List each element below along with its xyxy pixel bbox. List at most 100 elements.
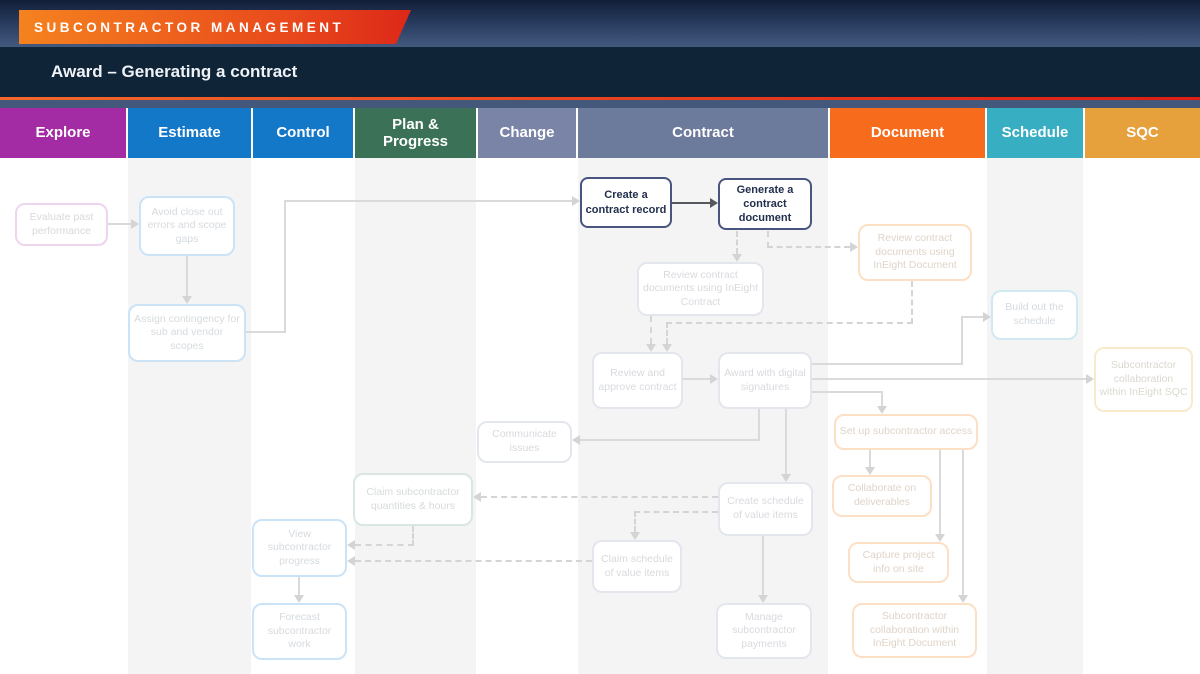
- connector-dashed: [666, 322, 668, 344]
- lane-header-estimate: Estimate: [128, 108, 251, 158]
- node-review-docs-ineight-document[interactable]: Review contract documents using InEight …: [858, 224, 972, 281]
- arrowhead-left: [473, 492, 481, 502]
- arrowhead-left: [347, 556, 355, 566]
- node-evaluate-past-performance[interactable]: Evaluate past performance: [15, 203, 108, 246]
- lane-label: Plan & Progress: [382, 115, 449, 150]
- arrowhead-down: [865, 467, 875, 475]
- node-label: Subcontractor collaboration within InEig…: [1099, 359, 1188, 399]
- node-build-out-schedule[interactable]: Build out the schedule: [991, 290, 1078, 340]
- connector: [758, 409, 760, 441]
- node-label: Assign contingency for sub and vendor sc…: [134, 312, 240, 352]
- node-label: Award with digital signatures: [724, 366, 806, 393]
- lane-header-control: Control: [253, 108, 353, 158]
- node-label: Capture project info on site: [862, 548, 935, 575]
- node-sqc-collaboration[interactable]: Subcontractor collaboration within InEig…: [1094, 347, 1193, 412]
- lane-label: Schedule: [1001, 124, 1069, 142]
- node-forecast-subcontractor-work[interactable]: Forecast subcontractor work: [252, 603, 347, 660]
- connector-dashed: [767, 246, 850, 248]
- connector-dashed: [412, 526, 414, 546]
- node-label: Review and approve contract: [598, 366, 677, 393]
- arrowhead-left: [572, 435, 580, 445]
- connector: [869, 450, 871, 467]
- lane-label: Contract: [672, 124, 734, 142]
- arrowhead-right: [572, 196, 580, 206]
- arrowhead-down: [758, 595, 768, 603]
- lane-stripe-contract: [578, 158, 828, 674]
- lane-label: Change: [499, 124, 555, 142]
- connector-active: [672, 202, 710, 204]
- node-label: Collaborate on deliverables: [847, 482, 917, 508]
- node-document-collaboration[interactable]: Subcontractor collaboration within InEig…: [852, 603, 977, 658]
- arrowhead-down: [646, 344, 656, 352]
- lane-header-schedule: Schedule: [987, 108, 1083, 158]
- node-label: Communicate issues: [492, 428, 557, 454]
- node-view-subcontractor-progress[interactable]: View subcontractor progress: [252, 519, 347, 577]
- lane-label: SQC: [1126, 124, 1159, 142]
- arrowhead-right-active: [710, 198, 718, 208]
- arrowhead-down: [294, 595, 304, 603]
- connector: [785, 409, 787, 474]
- node-manage-subcontractor-payments[interactable]: Manage subcontractor payments: [716, 603, 812, 659]
- node-label: Review contract documents using InEight …: [873, 232, 957, 272]
- lane-header-document: Document: [830, 108, 985, 158]
- node-avoid-close-out[interactable]: Avoid close out errors and scope gaps: [139, 196, 235, 256]
- node-award-digital-signatures[interactable]: Award with digital signatures: [718, 352, 812, 409]
- node-claim-schedule-value-items[interactable]: Claim schedule of value items: [592, 540, 682, 593]
- arrowhead-right: [1086, 374, 1094, 384]
- connector: [284, 200, 286, 333]
- banner-ribbon: SUBCONTRACTOR MANAGEMENT: [19, 10, 411, 44]
- arrowhead-down: [958, 595, 968, 603]
- node-create-contract-record[interactable]: Create a contract record: [580, 177, 672, 228]
- connector: [246, 331, 286, 333]
- connector-dashed: [666, 322, 913, 324]
- lane-label: Estimate: [158, 124, 221, 142]
- node-review-approve-contract[interactable]: Review and approve contract: [592, 352, 683, 409]
- connector: [284, 200, 572, 202]
- connector-dashed: [481, 496, 718, 498]
- connector: [812, 391, 883, 393]
- node-setup-subcontractor-access[interactable]: Set up subcontractor access: [834, 414, 978, 450]
- node-communicate-issues[interactable]: Communicate issues: [477, 421, 572, 463]
- arrowhead-right: [131, 219, 139, 229]
- connector: [580, 439, 760, 441]
- connector: [683, 378, 710, 380]
- node-assign-contingency[interactable]: Assign contingency for sub and vendor sc…: [128, 304, 246, 362]
- node-label: Claim schedule of value items: [601, 552, 673, 579]
- connector: [961, 316, 963, 365]
- connector: [961, 316, 983, 318]
- node-label: Set up subcontractor access: [839, 425, 973, 438]
- arrowhead-down: [182, 296, 192, 304]
- title-bar: Award – Generating a contract: [0, 47, 1200, 97]
- connector: [298, 577, 300, 597]
- lane-header-sqc: SQC: [1085, 108, 1200, 158]
- arrowhead-down: [630, 532, 640, 540]
- banner-title: SUBCONTRACTOR MANAGEMENT: [34, 19, 345, 35]
- node-label: Review contract documents using InEight …: [643, 268, 758, 308]
- arrowhead-down: [781, 474, 791, 482]
- node-generate-contract-document[interactable]: Generate a contract document: [718, 178, 812, 230]
- arrowhead-right: [850, 242, 858, 252]
- node-label: Create a contract record: [585, 189, 667, 216]
- arrowhead-down: [662, 344, 672, 352]
- lane-stripe-schedule: [987, 158, 1083, 674]
- connector-dashed: [634, 511, 636, 532]
- node-label: Subcontractor collaboration within InEig…: [869, 610, 960, 650]
- lane-header-plan-progress: Plan & Progress: [355, 108, 476, 158]
- lane-header-change: Change: [478, 108, 576, 158]
- lane-label: Explore: [35, 124, 91, 142]
- node-review-docs-ineight-contract[interactable]: Review contract documents using InEight …: [637, 262, 764, 316]
- node-create-schedule-value-items[interactable]: Create schedule of value items: [718, 482, 813, 536]
- arrowhead-down: [877, 406, 887, 414]
- lane-label: Control: [276, 124, 330, 142]
- accent-rule: [0, 97, 1200, 100]
- node-label: Create schedule of value items: [727, 495, 804, 521]
- node-capture-project-info[interactable]: Capture project info on site: [848, 542, 949, 583]
- node-collaborate-deliverables[interactable]: Collaborate on deliverables: [832, 475, 932, 517]
- lane-label: Document: [870, 124, 945, 142]
- node-label: View subcontractor progress: [267, 527, 332, 567]
- arrowhead-left: [347, 540, 355, 550]
- connector: [939, 450, 941, 534]
- node-claim-quantities-hours[interactable]: Claim subcontractor quantities & hours: [353, 473, 473, 526]
- connector: [812, 378, 1086, 380]
